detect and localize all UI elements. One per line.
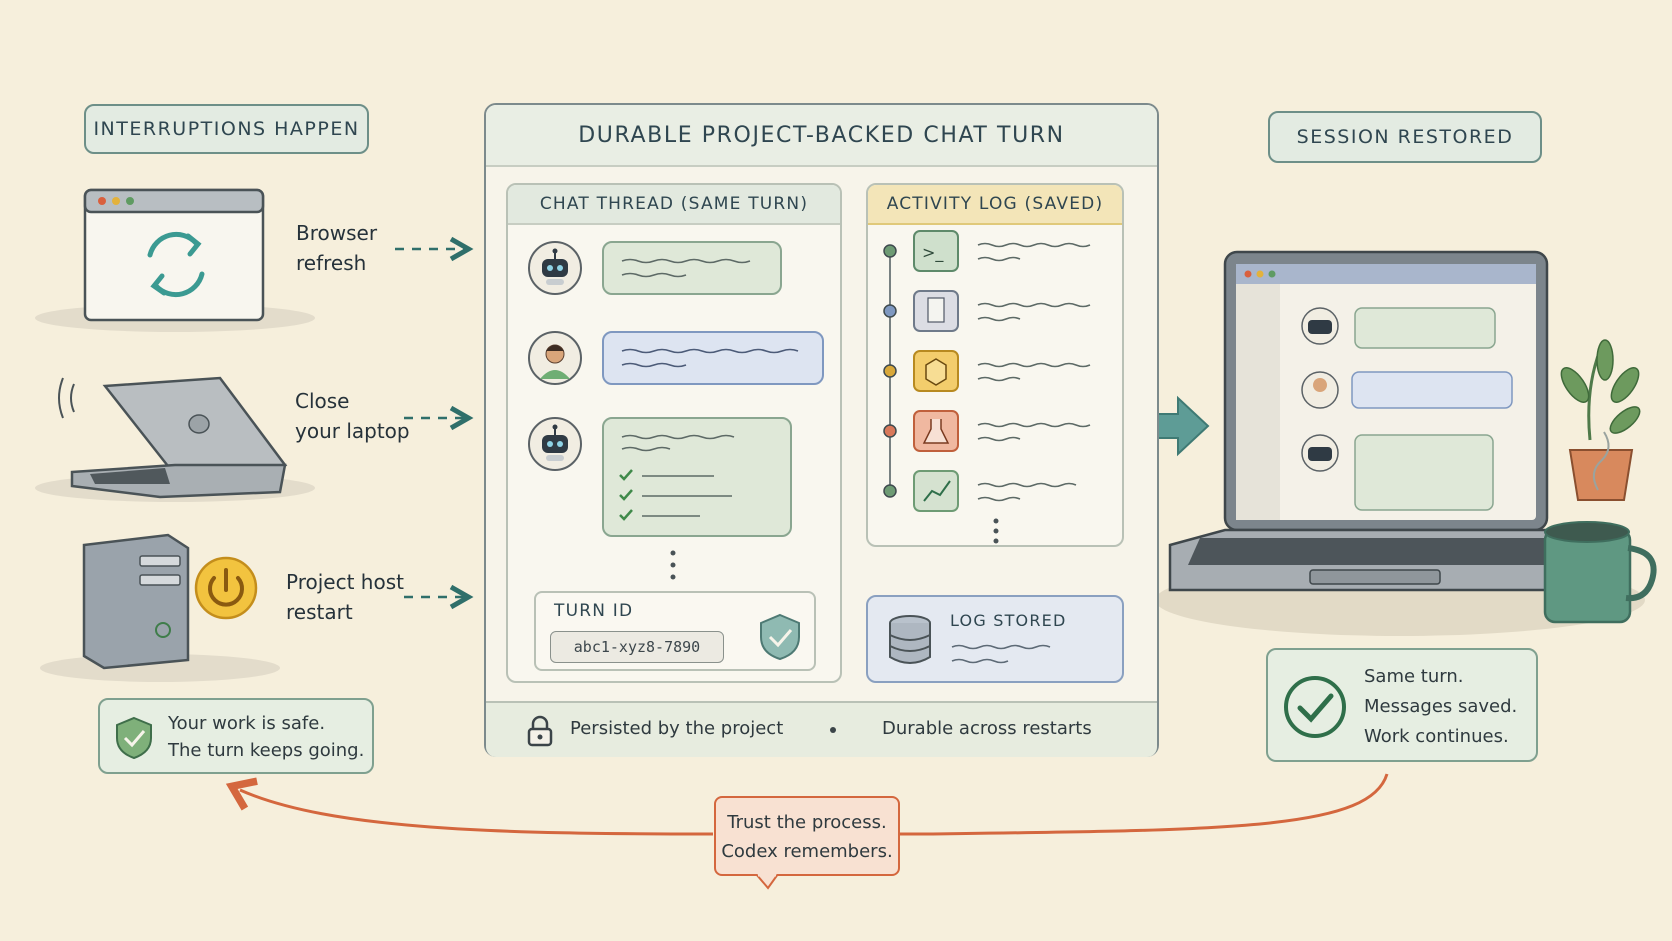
restored-summary-box: Same turn. Messages saved. Work continue…: [1266, 648, 1538, 762]
timeline-dot: [883, 304, 897, 318]
safe-line-2: The turn keeps going.: [168, 740, 365, 761]
log-stored-label: LOG STORED: [950, 611, 1067, 630]
log-stored-card: LOG STORED: [866, 595, 1124, 683]
timeline-dot: [883, 484, 897, 498]
footer-durable: Durable across restarts: [882, 718, 1092, 739]
terminal-icon: [913, 230, 959, 272]
server-tower-icon: [82, 533, 258, 670]
chat-thread-header: CHAT THREAD (SAME TURN): [508, 185, 840, 225]
bot-avatar-2: [528, 417, 582, 471]
session-restored-header: SESSION RESTORED: [1268, 111, 1542, 163]
restored-laptop: [1168, 250, 1602, 592]
browser-refresh-label: Browser refresh: [296, 221, 378, 275]
host-restart-label: Project host restart: [286, 570, 404, 624]
svg-text:>_: >_: [922, 243, 944, 263]
restored-line-3: Work continues.: [1364, 726, 1509, 747]
user-message: [602, 331, 824, 385]
loop-arrow: [240, 774, 1389, 836]
lock-icon: [527, 715, 553, 747]
coffee-mug-icon: [1543, 431, 1657, 624]
bot-avatar: [528, 241, 582, 295]
timeline-dot: [883, 364, 897, 378]
plant-icon: [1560, 339, 1641, 501]
chart-icon: [913, 470, 959, 512]
footer-persisted: Persisted by the project: [570, 718, 784, 739]
chat-thread-panel: CHAT THREAD (SAME TURN): [506, 183, 842, 683]
safe-line-1: Your work is safe.: [168, 713, 326, 734]
user-avatar: [528, 331, 582, 385]
turn-id-label: TURN ID: [554, 601, 634, 621]
panel-footer: Persisted by the project Durable across …: [486, 701, 1157, 757]
footer-separator-dot: [830, 727, 836, 733]
checklist-icon: [619, 434, 735, 521]
restored-line-1: Same turn.: [1364, 666, 1464, 687]
interruptions-header: INTERRUPTIONS HAPPEN: [84, 104, 369, 154]
database-icon: [889, 615, 931, 664]
robot-icon: [542, 248, 568, 285]
shield-check-icon: [760, 613, 800, 661]
panel-title: DURABLE PROJECT-BACKED CHAT TURN: [486, 105, 1157, 167]
user-icon: [540, 344, 570, 379]
browser-window-icon: [83, 188, 265, 322]
more-ellipsis-icon: [670, 550, 676, 580]
timeline-dot: [883, 424, 897, 438]
callout-line-1: Trust the process.: [727, 812, 887, 833]
activity-timeline: >_: [883, 230, 1091, 544]
durable-chat-turn-panel: DURABLE PROJECT-BACKED CHAT TURN CHAT TH…: [484, 103, 1159, 757]
trust-callout: Trust the process. Codex remembers.: [714, 796, 900, 876]
bot-message-1: [602, 241, 782, 295]
restored-line-2: Messages saved.: [1364, 696, 1518, 717]
shield-check-icon: [116, 716, 152, 760]
turn-id-value: abc1-xyz8-7890: [550, 631, 724, 663]
robot-icon: [542, 424, 568, 461]
closing-laptop-icon: [58, 376, 288, 499]
work-safe-box: Your work is safe. The turn keeps going.: [98, 698, 374, 774]
check-circle-icon: [1284, 676, 1346, 738]
timeline-dot: [883, 244, 897, 258]
turn-id-card: TURN ID abc1-xyz8-7890: [534, 591, 816, 671]
activity-log-header: ACTIVITY LOG (SAVED): [868, 185, 1122, 225]
callout-tail: [755, 874, 779, 890]
bot-message-checklist: [602, 417, 792, 537]
close-laptop-label: Close your laptop: [295, 389, 410, 443]
callout-line-2: Codex remembers.: [721, 841, 893, 862]
activity-log-panel: ACTIVITY LOG (SAVED) >_: [866, 183, 1124, 547]
refresh-icon: [147, 231, 205, 298]
